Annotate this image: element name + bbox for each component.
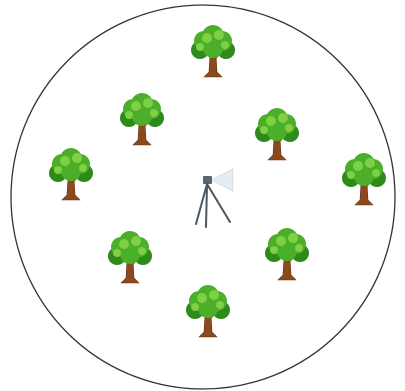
camera-view-cone <box>211 169 233 191</box>
tree-icon <box>255 108 299 160</box>
tree-icon <box>265 228 309 280</box>
tripod-leg-right <box>207 184 230 222</box>
tree-icon <box>186 285 230 337</box>
camera-tripod-icon <box>196 169 233 227</box>
tripod-leg-center <box>206 184 207 227</box>
tree-icon <box>342 153 386 205</box>
camera-head <box>203 176 212 184</box>
tree-icon <box>108 231 152 283</box>
tree-icon <box>120 93 164 145</box>
tree-icon <box>49 148 93 200</box>
tree-icon <box>191 25 235 77</box>
